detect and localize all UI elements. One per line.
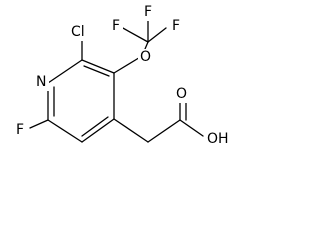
ring-bond-c4-c5-b	[81, 116, 109, 137]
molecule-structure: F F F O Cl N F O OH	[14, 4, 231, 148]
bond-c-oh	[179, 119, 204, 137]
atom-f-top: F	[144, 4, 152, 20]
atom-f-ring: F	[16, 122, 24, 138]
ring-bond-n-c2	[47, 59, 83, 84]
bond-lines	[29, 18, 204, 143]
ring-bond-c4-c5-a	[81, 118, 115, 143]
ring-bond-c2-c3-a	[81, 59, 115, 74]
bond-cf3-f-top-left	[120, 26, 149, 43]
atom-hydroxyl: OH	[207, 131, 229, 147]
atom-o-carbonyl: O	[176, 86, 187, 102]
atom-f-top-left: F	[112, 18, 120, 34]
atom-labels: F F F O Cl N F O OH	[14, 4, 231, 148]
atom-nitrogen: N	[36, 74, 46, 90]
bond-cf3-f-top-right	[147, 27, 167, 43]
bond-ch2-cooh	[147, 119, 181, 143]
bond-c4-ch2	[113, 118, 149, 143]
atom-f-right: F	[172, 18, 180, 34]
bond-c6-f	[29, 119, 49, 129]
ring-bond-c5-c6	[47, 119, 83, 143]
atom-o-ether: O	[140, 49, 151, 65]
atom-chlorine: Cl	[71, 24, 85, 40]
bond-o-ring-c3	[113, 55, 143, 74]
ring-bond-c2-c3-b	[83, 65, 110, 77]
